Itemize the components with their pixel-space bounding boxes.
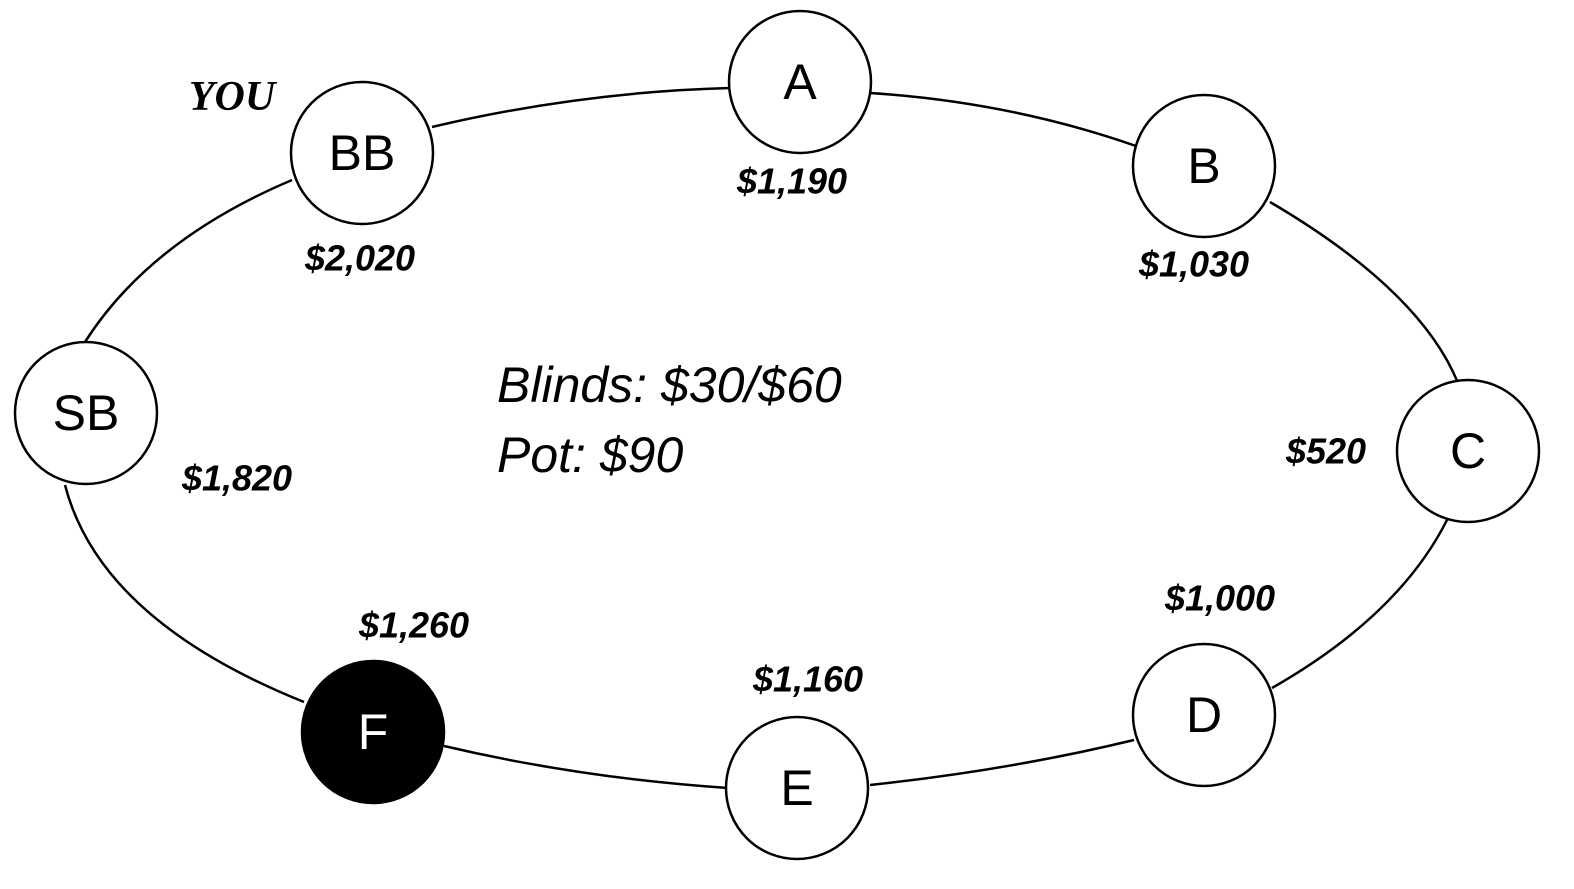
- table-edge-d-e: [869, 738, 1135, 787]
- seat-b: B $1,030: [1131, 93, 1277, 285]
- blinds-text: Blinds: $30/$60: [497, 357, 842, 413]
- seat-f: F $1,260: [300, 605, 469, 805]
- seat-c-circle: [1395, 378, 1541, 524]
- seat-sb-circle: [13, 340, 159, 486]
- seat-c-stack: $520: [1285, 431, 1366, 472]
- table-edge-a-b: [869, 91, 1137, 148]
- seat-f-circle: [300, 659, 446, 805]
- table-edge-f-sb: [63, 484, 305, 704]
- seat-d-label: D: [1186, 687, 1222, 743]
- seat-a-label: A: [783, 54, 817, 110]
- you-marker: YOU: [189, 74, 278, 120]
- seat-a-stack: $1,190: [736, 161, 847, 202]
- seat-b-circle: [1131, 93, 1277, 239]
- seat-e-stack: $1,160: [752, 659, 863, 700]
- seat-c-label: C: [1450, 423, 1486, 479]
- seat-b-stack: $1,030: [1138, 244, 1249, 285]
- seat-sb-label: SB: [53, 385, 120, 441]
- seat-f-stack: $1,260: [358, 605, 469, 646]
- seat-e-label: E: [780, 760, 813, 816]
- seat-e-circle: [724, 715, 870, 861]
- seat-bb: BB $2,020: [289, 80, 435, 279]
- table-edge-c-d: [1271, 517, 1450, 690]
- table-outline: [63, 86, 1460, 790]
- table-edge-b-c: [1269, 200, 1460, 384]
- seat-bb-stack: $2,020: [304, 238, 415, 279]
- table-edge-e-f: [443, 744, 729, 790]
- seat-sb-stack: $1,820: [181, 458, 292, 499]
- seat-d-circle: [1131, 642, 1277, 788]
- seat-sb: SB $1,820: [13, 340, 292, 499]
- seat-d-stack: $1,000: [1164, 578, 1275, 619]
- seat-e: E $1,160: [724, 659, 870, 861]
- table-edge-sb-bb: [83, 178, 293, 343]
- seat-bb-circle: [289, 80, 435, 226]
- seat-c: C $520: [1285, 378, 1541, 524]
- seat-bb-label: BB: [329, 125, 396, 181]
- seat-f-label: F: [358, 704, 389, 760]
- seat-a: A $1,190: [727, 9, 873, 202]
- pot-text: Pot: $90: [497, 427, 683, 483]
- seat-d: D $1,000: [1131, 578, 1277, 788]
- table-edge-bb-a: [431, 86, 731, 129]
- seat-b-label: B: [1187, 138, 1220, 194]
- seat-a-circle: [727, 9, 873, 155]
